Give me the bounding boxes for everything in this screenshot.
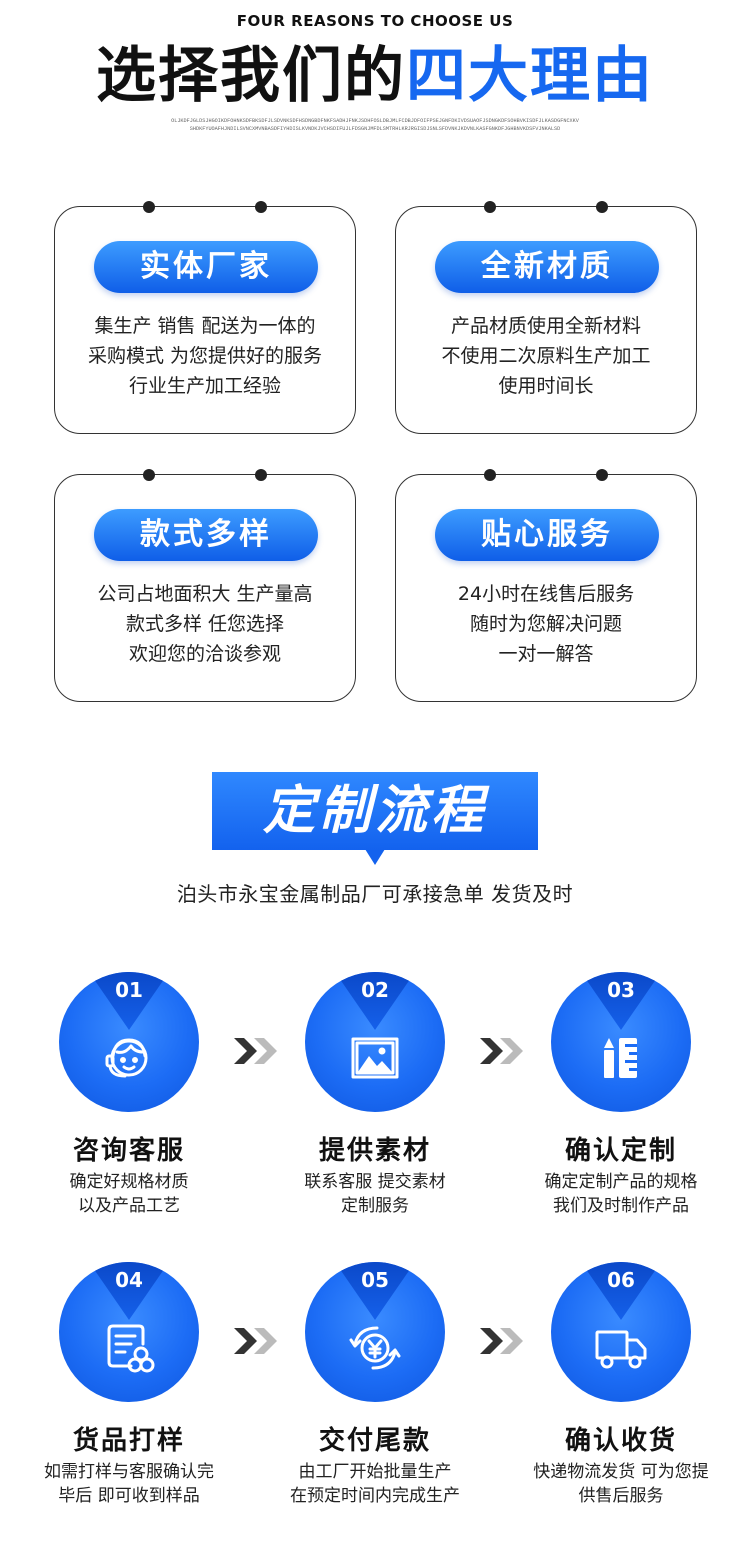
step-circle: 03 <box>551 972 691 1112</box>
step-desc-line: 我们及时制作产品 <box>553 1196 689 1216</box>
step-title: 咨询客服 <box>72 1136 185 1166</box>
step-desc-line: 确定定制产品的规格 <box>544 1172 698 1192</box>
yuan-payment-icon <box>349 1326 401 1370</box>
reason-text: 公司占地面积大 生产量高 款式多样 任您选择 欢迎您的洽谈参观 <box>55 579 355 669</box>
step-circle: 04 <box>59 1262 199 1402</box>
reason-line: 随时为您解决问题 <box>469 613 622 635</box>
pencil-ruler-icon <box>604 1038 637 1078</box>
reason-title: 实体厂家 <box>94 241 318 293</box>
step-desc-line: 确定好规格材质 <box>69 1172 189 1192</box>
reason-line: 使用时间长 <box>498 375 594 397</box>
step-title: 确认收货 <box>564 1426 677 1456</box>
reason-title: 贴心服务 <box>435 509 659 561</box>
step-number: 01 <box>115 978 143 1002</box>
reason-line: 不使用二次原料生产加工 <box>441 345 651 367</box>
step-circle: 05 <box>305 1262 445 1402</box>
reason-line: 集生产 销售 配送为一体的 <box>94 315 316 337</box>
step-description: 确定好规格材质 以及产品工艺 <box>6 1170 252 1218</box>
reason-line: 采购模式 为您提供好的服务 <box>87 345 323 367</box>
process-banner: 定制流程 <box>212 772 538 850</box>
step-description: 快递物流发货 可为您提 供售后服务 <box>498 1460 744 1508</box>
reason-text: 24小时在线售后服务 随时为您解决问题 一对一解答 <box>396 579 696 669</box>
step-desc-line: 快递物流发货 可为您提 <box>533 1462 709 1482</box>
step-desc-line: 供售后服务 <box>578 1486 664 1506</box>
step-description: 联系客服 提交素材 定制服务 <box>252 1170 498 1218</box>
reason-line: 公司占地面积大 生产量高 <box>97 583 313 605</box>
double-chevron-right-icon <box>234 1038 277 1064</box>
step-desc-line: 在预定时间内完成生产 <box>290 1486 460 1506</box>
reason-card-2: 全新材质 产品材质使用全新材料 不使用二次原料生产加工 使用时间长 <box>395 201 697 434</box>
title-blue-part: 四大理由 <box>406 41 654 111</box>
step-number: 03 <box>607 978 635 1002</box>
double-chevron-right-icon <box>480 1038 523 1064</box>
step-title: 提供素材 <box>318 1136 431 1166</box>
banner-pointer <box>365 849 385 865</box>
decorative-filler-text: OLJKDFJGLDSJHGOIKDFOHNKSDFBKSDFJLSDVNKSD… <box>171 118 579 132</box>
double-chevron-right-icon <box>480 1328 523 1354</box>
reason-line: 24小时在线售后服务 <box>457 583 635 605</box>
reason-text: 集生产 销售 配送为一体的 采购模式 为您提供好的服务 行业生产加工经验 <box>55 311 355 401</box>
page-title: 选择我们的四大理由 <box>0 38 750 114</box>
step-desc-line: 毕后 即可收到样品 <box>58 1486 200 1506</box>
card-dot <box>255 469 267 481</box>
double-chevron-right-icon <box>234 1328 277 1354</box>
card-dot <box>596 201 608 213</box>
reason-card-1: 实体厂家 集生产 销售 配送为一体的 采购模式 为您提供好的服务 行业生产加工经… <box>54 201 356 434</box>
step-circle: 02 <box>305 972 445 1112</box>
step-description: 如需打样与客服确认完 毕后 即可收到样品 <box>6 1460 252 1508</box>
step-number: 04 <box>115 1268 143 1292</box>
section-eyebrow: FOUR REASONS TO CHOOSE US <box>236 12 514 30</box>
card-dot <box>143 469 155 481</box>
step-number: 05 <box>361 1268 389 1292</box>
step-description: 由工厂开始批量生产 在预定时间内完成生产 <box>252 1460 498 1508</box>
reason-text: 产品材质使用全新材料 不使用二次原料生产加工 使用时间长 <box>396 311 696 401</box>
title-dark-part: 选择我们的 <box>96 41 406 111</box>
sample-document-icon <box>107 1324 155 1373</box>
process-subtitle: 泊头市永宝金属制品厂可承接急单 发货及时 <box>176 882 574 906</box>
step-circle: 01 <box>59 972 199 1112</box>
card-dot <box>484 469 496 481</box>
step-title: 确认定制 <box>564 1136 677 1166</box>
reason-title: 款式多样 <box>94 509 318 561</box>
step-desc-line: 联系客服 提交素材 <box>304 1172 446 1192</box>
step-desc-line: 以及产品工艺 <box>78 1196 180 1216</box>
card-dot <box>596 469 608 481</box>
step-desc-line: 定制服务 <box>341 1196 409 1216</box>
step-description: 确定定制产品的规格 我们及时制作产品 <box>498 1170 744 1218</box>
card-dot <box>143 201 155 213</box>
reason-line: 行业生产加工经验 <box>128 375 281 397</box>
reason-card-4: 贴心服务 24小时在线售后服务 随时为您解决问题 一对一解答 <box>395 469 697 702</box>
reason-card-3: 款式多样 公司占地面积大 生产量高 款式多样 任您选择 欢迎您的洽谈参观 <box>54 469 356 702</box>
step-circle: 06 <box>551 1262 691 1402</box>
customer-service-icon <box>105 1038 148 1078</box>
reason-title: 全新材质 <box>435 241 659 293</box>
step-title: 交付尾款 <box>318 1426 431 1456</box>
step-number: 06 <box>607 1268 635 1292</box>
card-dot <box>484 201 496 213</box>
reason-line: 欢迎您的洽谈参观 <box>128 643 281 665</box>
step-title: 货品打样 <box>72 1426 185 1456</box>
reason-line: 产品材质使用全新材料 <box>450 315 641 337</box>
step-desc-line: 由工厂开始批量生产 <box>298 1462 452 1482</box>
card-dot <box>255 201 267 213</box>
image-icon <box>351 1037 399 1079</box>
delivery-truck-icon <box>595 1330 647 1369</box>
step-desc-line: 如需打样与客服确认完 <box>44 1462 214 1482</box>
reason-line: 一对一解答 <box>498 643 594 665</box>
reason-line: 款式多样 任您选择 <box>125 613 285 635</box>
step-number: 02 <box>361 978 389 1002</box>
